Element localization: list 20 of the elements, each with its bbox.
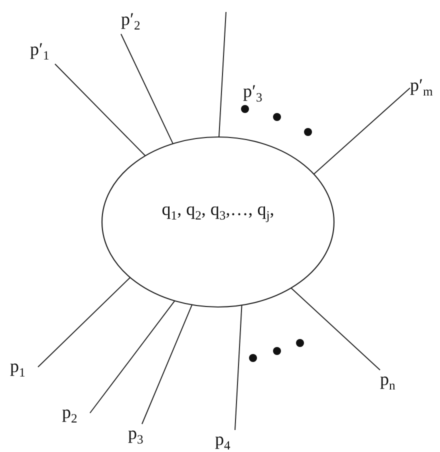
connector-line: [142, 304, 192, 424]
connector-line: [38, 277, 131, 368]
variable-label: p′$_{3}$: [243, 82, 262, 104]
variable-label: p$_{3}$: [128, 424, 144, 446]
variable-label: p$_{n}$: [380, 370, 396, 392]
connector-line: [313, 88, 410, 175]
connector-line: [120, 34, 174, 144]
variable-list: q$_{1}$, q$_{2}$, q$_{3}$,…, q$_{j}$,: [162, 200, 274, 222]
variable-label: p′$_{1}$: [30, 40, 50, 62]
connector-line: [54, 64, 146, 156]
variable-label: p′$_{m}$: [410, 76, 433, 98]
connector-line: [234, 304, 242, 430]
variable-label: p$_{2}$: [62, 403, 78, 426]
process-ellipse: [101, 136, 335, 308]
variable-label: p$_{1}$: [10, 357, 26, 380]
variable-label: p$_{4}$: [215, 430, 230, 452]
connector-line: [90, 300, 176, 414]
variable-label: p′$_{2}$: [121, 10, 140, 32]
connector-line: [290, 288, 380, 370]
connector-line: [218, 12, 226, 138]
